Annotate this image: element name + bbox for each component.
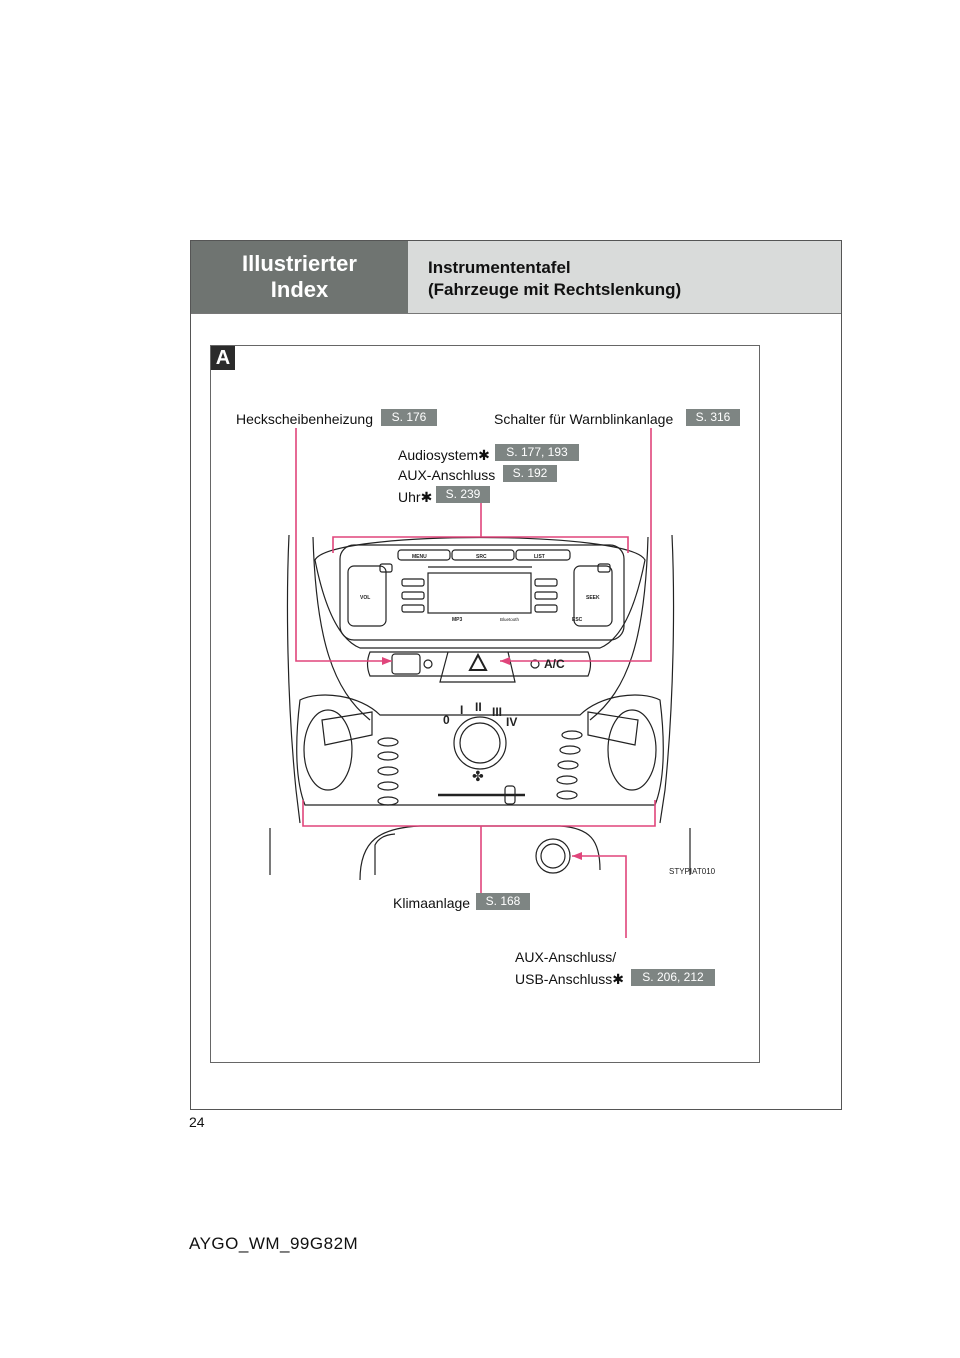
- label-aux-usb-line1: AUX-Anschluss/: [515, 949, 617, 965]
- audio-src-label: SRC: [476, 554, 487, 560]
- ref-clock: S. 239: [436, 486, 490, 503]
- label-hazard-switch: Schalter für Warnblinkanlage: [494, 411, 674, 427]
- ref-air-conditioning: S. 168: [476, 893, 530, 910]
- page-title: Instrumententafel (Fahrzeuge mit Rechtsl…: [428, 257, 681, 301]
- fan-speed-4: IV: [506, 715, 517, 729]
- audio-esc-label: ESC: [572, 617, 583, 623]
- section-tab: Illustrierter Index: [191, 241, 408, 313]
- fan-speed-0: 0: [443, 713, 450, 727]
- ref-rear-defogger: S. 176: [381, 409, 437, 426]
- fan-speed-3: III: [492, 705, 502, 719]
- asterisk-mark: ✱: [420, 489, 433, 505]
- figure-box: [210, 345, 760, 1063]
- page-title-line2: (Fahrzeuge mit Rechtslenkung): [428, 280, 682, 299]
- fan-speed-1: I: [460, 703, 463, 717]
- ref-audio-system: S. 177, 193: [495, 444, 579, 461]
- fan-icon: ✤: [472, 768, 484, 784]
- illustration-code: STYPIAT010: [669, 867, 716, 876]
- label-aux-port: AUX-Anschluss: [398, 467, 496, 483]
- audio-mp3-label: MP3: [452, 617, 463, 623]
- section-tab-label: Illustrierter Index: [242, 251, 357, 302]
- page-frame: [190, 240, 842, 1110]
- audio-vol-label: VOL: [360, 595, 370, 601]
- label-clock: Uhr✱: [398, 488, 432, 506]
- asterisk-mark: ✱: [478, 447, 490, 463]
- page-number: 24: [189, 1114, 205, 1130]
- header-bar: [408, 241, 841, 313]
- ref-hazard-switch: S. 316: [686, 409, 740, 426]
- audio-seek-label: SEEK: [586, 595, 600, 601]
- ac-label: A/C: [544, 657, 565, 671]
- asterisk-mark: ✱: [612, 971, 624, 987]
- label-aux-usb-text: USB-Anschluss: [515, 971, 613, 987]
- label-clock-text: Uhr: [398, 489, 421, 505]
- audio-menu-label: MENU: [412, 554, 427, 560]
- figure-badge: A: [211, 346, 235, 370]
- document-code: AYGO_WM_99G82M: [189, 1234, 359, 1253]
- label-rear-defogger: Heckscheibenheizung: [236, 411, 373, 427]
- page-title-line1: Instrumententafel: [428, 258, 571, 277]
- label-audio-system-text: Audiosystem: [398, 447, 479, 463]
- label-audio-system: Audiosystem✱: [398, 446, 490, 464]
- label-air-conditioning: Klimaanlage: [393, 895, 471, 911]
- ref-aux-port: S. 192: [503, 465, 557, 482]
- audio-bluetooth-label: Bluetooth: [500, 617, 520, 622]
- header-divider: [191, 313, 841, 314]
- audio-list-label: LIST: [534, 554, 545, 560]
- label-aux-usb-line2: USB-Anschluss✱: [515, 970, 624, 988]
- fan-speed-2: II: [475, 700, 482, 714]
- ref-aux-usb: S. 206, 212: [631, 969, 715, 986]
